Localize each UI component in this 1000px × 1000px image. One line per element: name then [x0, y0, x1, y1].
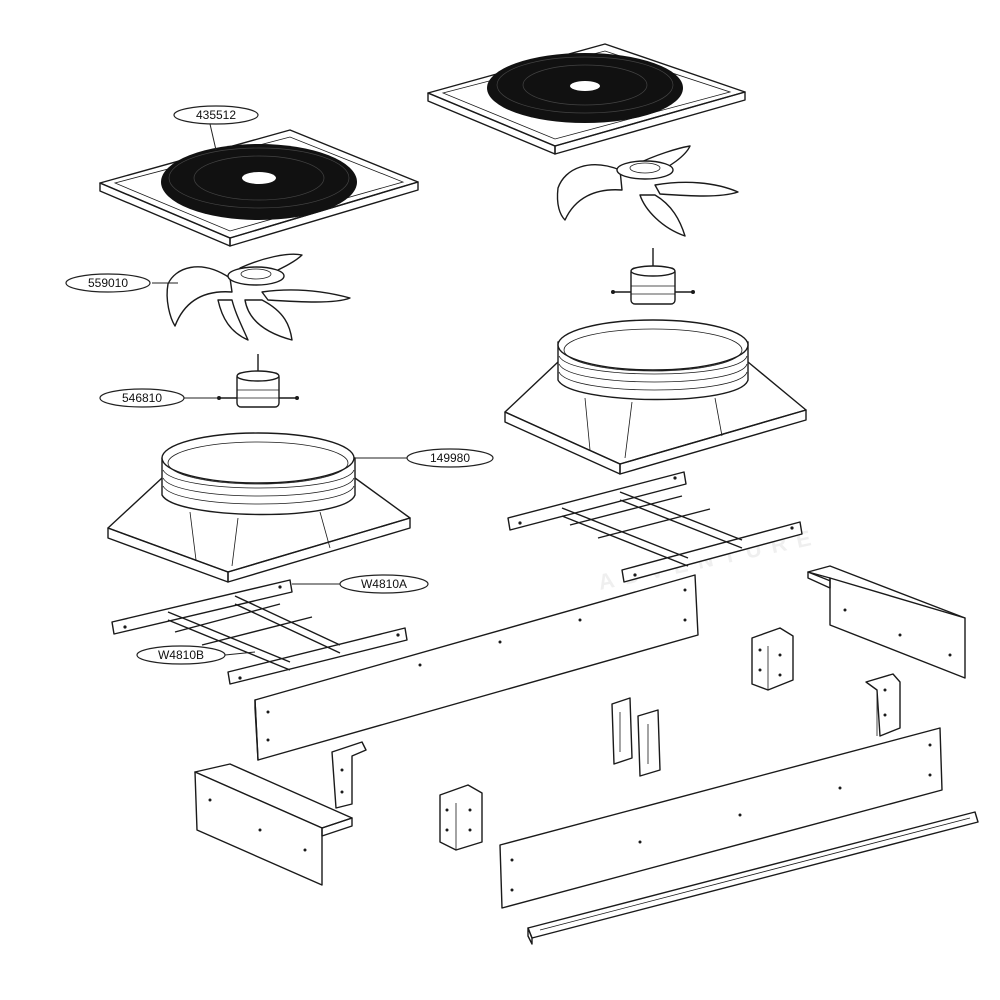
fan-blade-left: [166, 253, 351, 341]
bracket-frame-right: [507, 471, 803, 583]
fan-guard-plate-left: [99, 129, 419, 247]
callout-label-fan-shroud: 149980: [430, 451, 470, 465]
fan-shroud-left: [107, 432, 411, 583]
callout-bracket-a: W4810A: [292, 574, 429, 594]
fan-motor-right: [611, 248, 695, 305]
corner-bracket-right: [865, 673, 901, 737]
callout-label-bracket-a: W4810A: [361, 577, 407, 591]
long-side-panel-upper: [254, 574, 699, 761]
callout-fan-guard: 435512: [173, 105, 259, 151]
fan-shroud-right: [504, 319, 807, 475]
callout-fan-blade: 559010: [65, 273, 178, 293]
end-panel-upper-right: [807, 565, 966, 679]
bottom-rail: [527, 811, 979, 945]
corner-bracket-upper: [751, 627, 794, 691]
bracket-frame-left: [111, 579, 408, 685]
corner-block-center: [439, 784, 483, 851]
divider-strip-a: [611, 697, 633, 765]
divider-strip-b: [637, 709, 661, 777]
fan-blade-right: [556, 145, 739, 237]
long-side-panel-lower: [499, 727, 943, 909]
callout-label-bracket-b: W4810B: [158, 648, 204, 662]
callout-label-fan-guard: 435512: [196, 108, 236, 122]
callout-bracket-b: W4810B: [136, 645, 256, 665]
callout-fan-shroud: 149980: [355, 448, 494, 468]
end-panel-lower-left: [194, 763, 353, 886]
callout-label-fan-motor: 546810: [122, 391, 162, 405]
fan-motor-left: [217, 354, 299, 408]
callout-label-fan-blade: 559010: [88, 276, 128, 290]
callout-fan-motor: 546810: [99, 388, 217, 408]
fan-guard-plate-right: [427, 43, 746, 155]
corner-bracket-left: [331, 741, 367, 809]
